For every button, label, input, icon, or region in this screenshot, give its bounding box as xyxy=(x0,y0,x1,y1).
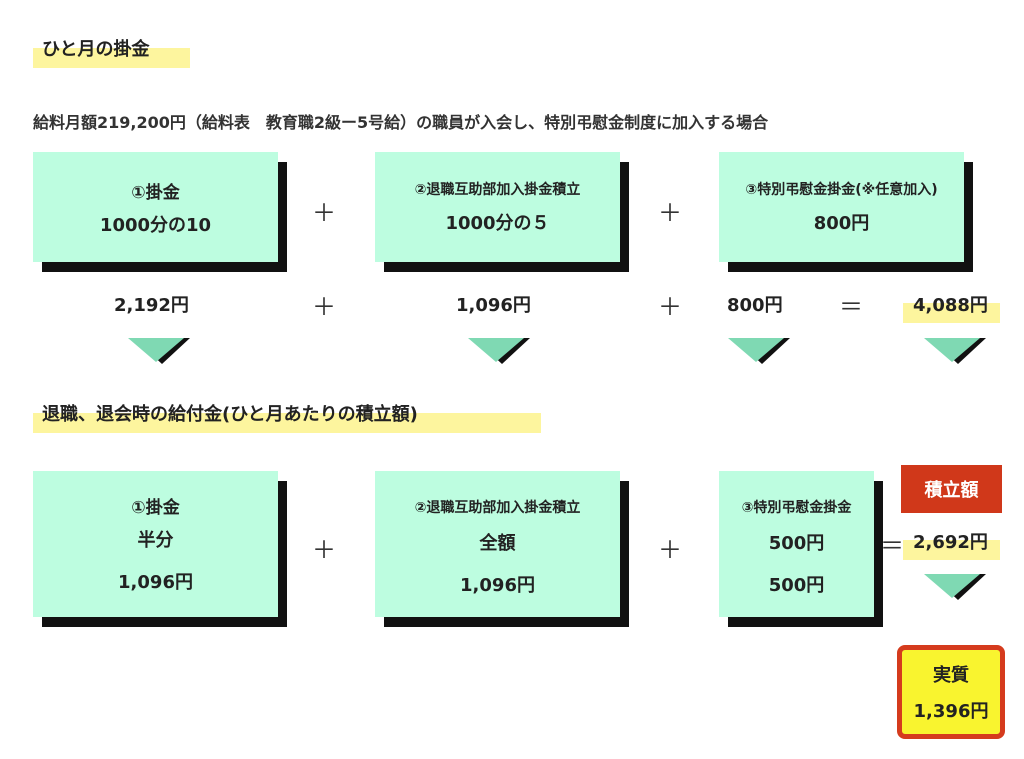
box-portion: 全額 xyxy=(479,533,516,554)
calc-box-tokubetsu-choikin: ③特別弔慰金掛金(※任意加入) 800円 xyxy=(719,152,964,262)
amount-taishoku-gojo: 1,096円 xyxy=(456,295,531,316)
plus-sign: ＋ xyxy=(658,199,682,227)
section2-heading: 退職、退会時の給付金(ひと月あたりの積立額) xyxy=(42,404,418,425)
net-value: 1,396円 xyxy=(913,701,989,722)
monthly-total: 4,088円 xyxy=(913,295,988,316)
heading-highlight xyxy=(33,413,541,433)
section1-description: 給料月額219,200円（給料表 教育職2級ー5号給）の職員が入会し、特別弔慰金… xyxy=(33,113,769,132)
total-highlight xyxy=(903,303,1000,323)
plus-sign: ＋ xyxy=(312,293,336,321)
benefit-box-kakekin: ①掛金 半分 1,096円 xyxy=(33,471,278,617)
amount-kakekin: 2,192円 xyxy=(114,295,189,316)
equals-sign: ＝ xyxy=(839,293,863,321)
heading-highlight xyxy=(33,48,190,68)
down-arrow-icon xyxy=(128,338,190,364)
equals-sign: ＝ xyxy=(880,532,904,560)
calc-box-kakekin: ①掛金 1000分の10 xyxy=(33,152,278,262)
amount-tokubetsu-choikin: 800円 xyxy=(727,295,783,316)
savings-total: 2,692円 xyxy=(913,532,988,553)
box-label: ②退職互助部加入掛金積立 xyxy=(414,182,581,198)
box-label: ②退職互助部加入掛金積立 xyxy=(414,500,581,516)
box-amount: 800円 xyxy=(813,213,870,234)
plus-sign: ＋ xyxy=(658,293,682,321)
box-portion: 500円 xyxy=(768,533,825,554)
section1-heading: ひと月の掛金 xyxy=(42,39,150,60)
box-label: ①掛金 xyxy=(131,182,180,203)
net-amount-box: 実質 1,396円 xyxy=(897,645,1005,739)
benefit-box-tokubetsu-choikin: ③特別弔慰金掛金 500円 500円 xyxy=(719,471,874,617)
net-label: 実質 xyxy=(933,665,969,686)
box-portion: 半分 xyxy=(137,530,174,551)
calc-box-taishoku-gojo: ②退職互助部加入掛金積立 1000分の５ xyxy=(375,152,620,262)
down-arrow-icon xyxy=(924,574,986,600)
box-rate: 1000分の10 xyxy=(99,214,212,236)
box-rate: 1000分の５ xyxy=(445,213,550,234)
box-amount: 1,096円 xyxy=(118,572,193,593)
savings-badge: 積立額 xyxy=(901,465,1002,513)
benefit-box-taishoku-gojo: ②退職互助部加入掛金積立 全額 1,096円 xyxy=(375,471,620,617)
down-arrow-icon xyxy=(468,338,530,364)
box-label: ①掛金 xyxy=(131,498,180,518)
box-label: ③特別弔慰金掛金 xyxy=(741,500,852,516)
plus-sign: ＋ xyxy=(312,536,336,564)
down-arrow-icon xyxy=(924,338,986,364)
box-amount: 500円 xyxy=(768,575,825,596)
total-highlight xyxy=(903,540,1000,560)
down-arrow-icon xyxy=(728,338,790,364)
plus-sign: ＋ xyxy=(312,199,336,227)
box-amount: 1,096円 xyxy=(460,575,535,596)
box-label: ③特別弔慰金掛金(※任意加入) xyxy=(745,182,938,198)
plus-sign: ＋ xyxy=(658,536,682,564)
